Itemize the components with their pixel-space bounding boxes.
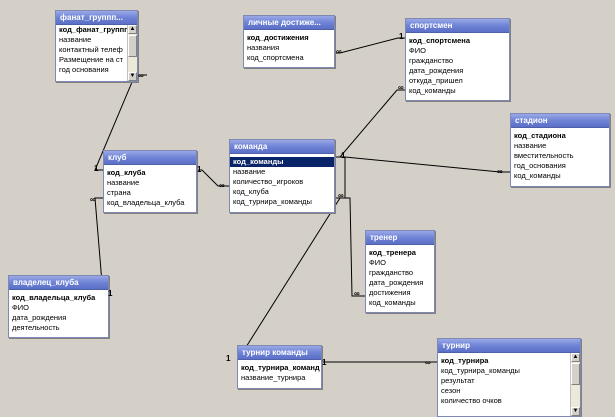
- table-title[interactable]: спортсмен: [406, 19, 509, 33]
- field[interactable]: код_команды: [369, 298, 416, 307]
- field-key[interactable]: код_турнира: [441, 356, 489, 365]
- table-team[interactable]: команда код_команды название количество_…: [229, 139, 335, 213]
- field[interactable]: название: [107, 178, 140, 187]
- table-title[interactable]: команда: [230, 140, 334, 154]
- scroll-down-icon[interactable]: ▼: [571, 407, 580, 416]
- table-title[interactable]: турнир: [438, 339, 580, 353]
- cardinality-one: 1: [399, 32, 404, 41]
- field-key[interactable]: код_тренера: [369, 248, 416, 257]
- field[interactable]: гражданство: [369, 268, 414, 277]
- field[interactable]: количество очков: [441, 396, 502, 405]
- field-key-selected[interactable]: код_команды: [230, 157, 334, 167]
- field[interactable]: гражданство: [409, 56, 454, 65]
- field-key[interactable]: код_владельца_клуба: [12, 293, 96, 302]
- field-key[interactable]: код_стадиона: [514, 131, 566, 140]
- cardinality-one: 1: [226, 354, 231, 363]
- field[interactable]: достижения: [369, 288, 411, 297]
- scrollbar[interactable]: ▲ ▼: [570, 353, 580, 416]
- cardinality-one: 1: [197, 165, 202, 174]
- field[interactable]: дата_рождения: [369, 278, 424, 287]
- table-coach[interactable]: тренер код_тренера ФИО гражданство дата_…: [365, 230, 435, 313]
- scroll-up-icon[interactable]: ▲: [128, 25, 137, 34]
- field[interactable]: код_турнира_команды: [441, 366, 520, 375]
- field[interactable]: деятельность: [12, 323, 60, 332]
- table-title[interactable]: владелец_клуба: [9, 276, 108, 290]
- cardinality-one: 1: [94, 164, 99, 173]
- field[interactable]: дата_рождения: [409, 66, 464, 75]
- cardinality-many: ∞: [338, 191, 344, 200]
- relationship-line[interactable]: [333, 156, 510, 173]
- field[interactable]: код_команды: [409, 86, 456, 95]
- field[interactable]: код_команды: [514, 171, 561, 180]
- field[interactable]: количество_игроков: [233, 177, 304, 186]
- relationship-line[interactable]: [345, 197, 365, 297]
- field[interactable]: результат: [441, 376, 475, 385]
- cardinality-many: ∞: [497, 167, 503, 176]
- cardinality-one: 1: [108, 289, 113, 298]
- cardinality-many: ∞: [90, 195, 96, 204]
- table-title[interactable]: личные достиже...: [244, 16, 334, 30]
- scrollbar[interactable]: ▲ ▼: [127, 25, 137, 81]
- field[interactable]: название: [233, 167, 266, 176]
- cardinality-one: 1: [322, 358, 327, 367]
- table-club[interactable]: клуб код_клуба название страна код_владе…: [103, 150, 197, 213]
- field[interactable]: код_клуба: [233, 187, 269, 196]
- table-club-owner[interactable]: владелец_клуба код_владельца_клуба ФИО д…: [8, 275, 109, 338]
- field-key[interactable]: код_спортсмена: [409, 36, 470, 45]
- table-fan-group[interactable]: фанат_группп... код_фанат_группп названи…: [55, 10, 138, 82]
- field[interactable]: название: [514, 141, 547, 150]
- field[interactable]: вместительность: [514, 151, 574, 160]
- field[interactable]: откуда_пришел: [409, 76, 463, 85]
- field[interactable]: ФИО: [369, 258, 386, 267]
- field-key[interactable]: код_турнира_команд: [241, 363, 320, 372]
- table-personal-achievements[interactable]: личные достиже... код_достижения названи…: [243, 15, 335, 68]
- table-title[interactable]: клуб: [104, 151, 196, 165]
- table-team-tournament[interactable]: турнир команды код_турнира_команд назван…: [237, 345, 322, 389]
- cardinality-many: ∞: [398, 83, 404, 92]
- cardinality-many: ∞: [425, 358, 431, 367]
- field[interactable]: Размещение на ст: [59, 55, 124, 64]
- field[interactable]: названия: [247, 43, 280, 52]
- field-key[interactable]: код_клуба: [107, 168, 146, 177]
- table-tournament[interactable]: турнир код_турнира код_турнира_команды р…: [437, 338, 581, 417]
- table-title[interactable]: тренер: [366, 231, 434, 245]
- field[interactable]: ФИО: [12, 303, 29, 312]
- field[interactable]: контактный телеф: [59, 45, 123, 54]
- relationship-line[interactable]: [333, 89, 405, 158]
- scroll-thumb[interactable]: [571, 363, 580, 385]
- table-title[interactable]: турнир команды: [238, 346, 321, 360]
- field[interactable]: год_основания: [514, 161, 566, 170]
- field[interactable]: название: [59, 35, 92, 44]
- field[interactable]: код_владельца_клуба: [107, 198, 185, 207]
- cardinality-many: ∞: [336, 47, 342, 56]
- field-key[interactable]: код_достижения: [247, 33, 309, 42]
- relationship-line[interactable]: [333, 37, 405, 54]
- field[interactable]: название_турнира: [241, 373, 306, 382]
- field-key[interactable]: код_фанат_группп: [59, 25, 129, 34]
- relationship-line[interactable]: [237, 197, 341, 356]
- field[interactable]: дата_рождения: [12, 313, 67, 322]
- field[interactable]: код_спортсмена: [247, 53, 304, 62]
- scroll-thumb[interactable]: [128, 35, 137, 57]
- table-title[interactable]: фанат_группп...: [56, 11, 137, 25]
- cardinality-one: 1: [341, 151, 346, 160]
- field[interactable]: страна: [107, 188, 131, 197]
- cardinality-many: ∞: [138, 71, 144, 80]
- scroll-down-icon[interactable]: ▼: [128, 72, 137, 81]
- table-athlete[interactable]: спортсмен код_спортсмена ФИО гражданство…: [405, 18, 510, 101]
- scroll-up-icon[interactable]: ▲: [571, 353, 580, 362]
- field[interactable]: год основания: [59, 65, 109, 74]
- field[interactable]: ФИО: [409, 46, 426, 55]
- table-stadium[interactable]: стадион код_стадиона название вместитель…: [510, 113, 610, 187]
- cardinality-many: ∞: [219, 181, 225, 190]
- cardinality-many: ∞: [354, 289, 360, 298]
- table-title[interactable]: стадион: [511, 114, 609, 128]
- field[interactable]: код_турнира_команды: [233, 197, 312, 206]
- field[interactable]: сезон: [441, 386, 461, 395]
